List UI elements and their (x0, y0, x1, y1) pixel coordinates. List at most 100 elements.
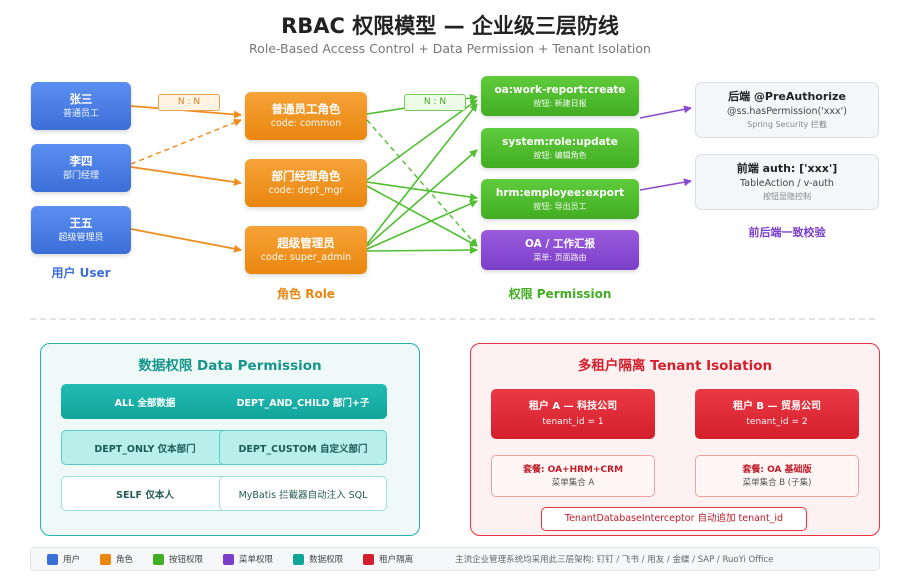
legend-swatch (363, 553, 375, 565)
tenant-name: 租户 A — 科技公司 (528, 401, 618, 412)
permission-name: system:role:update (502, 135, 618, 148)
permissions-column-label: 权限 Permission (508, 287, 612, 301)
edge-role3-perm3 (366, 200, 478, 250)
data-scope-item: SELF 仅本人 (61, 476, 229, 511)
legend-swatch (153, 553, 165, 565)
data-scope-item: ALL 全部数据 (61, 384, 229, 419)
tenant-menu: 菜单集合 B (子集) (742, 477, 812, 488)
role-node: 部门经理角色 code: dept_mgr (245, 159, 367, 207)
legend-label: 按钮权限 (169, 555, 204, 565)
check-title: 后端 @PreAuthorize (728, 90, 846, 103)
user-node: 王五 超级管理员 (31, 206, 131, 254)
legend-label: 数据权限 (309, 555, 344, 565)
tenant-isolation-title: 多租户隔离 Tenant Isolation (577, 358, 773, 374)
permission-node: oa:work-report:create 按钮: 新建日报 (481, 76, 639, 116)
tenant-id: tenant_id = 1 (542, 417, 604, 427)
tenant-interceptor-box: TenantDatabaseInterceptor 自动追加 tenant_id (541, 507, 807, 531)
menu-permission-node: OA / 工作汇报 菜单: 页面路由 (481, 230, 639, 270)
check-sub: 按钮显隐控制 (763, 192, 811, 201)
tenant-package-card: 套餐: OA+HRM+CRM 菜单集合 A (491, 455, 655, 497)
permission-desc: 按钮: 新建日报 (533, 98, 587, 108)
legend-note: 主流企业管理系统均采用此三层架构: 钉钉 / 飞书 / 用友 / 金蝶 / SA… (455, 555, 774, 565)
edge-role2-perm3 (366, 181, 478, 201)
edge-role1-perm4 (366, 119, 478, 247)
tenant-id: tenant_id = 2 (746, 417, 808, 427)
data-scope-item: DEPT_ONLY 仅本部门 (61, 430, 229, 465)
roles-column-label: 角色 Role (277, 287, 335, 301)
edge-user2-role2 (130, 166, 242, 186)
legend-item: 菜单权限 (223, 553, 273, 565)
legend-item: 用户 (47, 553, 80, 565)
edge-role2-perm4 (366, 185, 478, 247)
edge-user2-role1 (130, 118, 242, 165)
legend-label: 菜单权限 (239, 555, 274, 565)
role-permission-relation-badge: N : N (404, 94, 466, 111)
data-scope-item: DEPT_AND_CHILD 部门+子 (219, 384, 387, 419)
permission-desc: 按钮: 编辑角色 (533, 150, 587, 160)
permission-node: hrm:employee:export 按钮: 导出员工 (481, 179, 639, 219)
legend-label: 角色 (116, 555, 134, 565)
permission-desc: 菜单: 页面路由 (533, 252, 587, 262)
permission-desc: 按钮: 导出员工 (533, 201, 587, 211)
tenant-card: 租户 B — 贸易公司 tenant_id = 2 (695, 389, 859, 439)
check-sub: Spring Security 拦截 (747, 120, 827, 129)
data-permission-title: 数据权限 Data Permission (138, 358, 322, 374)
section-divider (30, 318, 875, 320)
legend-swatch (223, 553, 235, 565)
permission-node: system:role:update 按钮: 编辑角色 (481, 128, 639, 168)
role-node: 普通员工角色 code: common (245, 92, 367, 140)
tenant-menu: 菜单集合 A (551, 477, 595, 488)
legend-swatch (293, 553, 305, 565)
legend-swatch (100, 553, 112, 565)
user-desc: 部门经理 (62, 170, 99, 181)
page-subtitle: Role-Based Access Control + Data Permiss… (249, 41, 651, 56)
tenant-package-card: 套餐: OA 基础版 菜单集合 B (子集) (695, 455, 859, 497)
user-node: 张三 普通员工 (31, 82, 131, 130)
user-name: 张三 (69, 91, 93, 106)
legend-bar: 用户 角色 按钮权限 菜单权限 数据权限 租户隔离 主流企业管理系统均采用此三层… (30, 547, 880, 571)
check-main: TableAction / v-auth (740, 178, 834, 189)
users-column-label: 用户 User (51, 266, 111, 280)
legend-swatch (47, 553, 58, 565)
check-main: @ss.hasPermission('xxx') (727, 106, 847, 117)
legend-label: 用户 (63, 555, 81, 565)
user-role-relation-badge: N : N (158, 94, 220, 111)
edge-perm-frontend (639, 178, 692, 191)
backend-check-card: 后端 @PreAuthorize @ss.hasPermission('xxx'… (695, 82, 879, 138)
tenant-isolation-panel: 多租户隔离 Tenant Isolation (470, 343, 880, 536)
permission-name: oa:work-report:create (494, 83, 626, 96)
user-node: 李四 部门经理 (31, 144, 131, 192)
page-title: RBAC 权限模型 — 企业级三层防线 (281, 14, 619, 38)
user-name: 李四 (69, 153, 93, 168)
edge-role3-perm1 (366, 103, 478, 245)
role-code: code: super_admin (260, 251, 352, 263)
permission-name: hrm:employee:export (495, 186, 625, 199)
mybatis-interceptor-box: MyBatis 拦截器自动注入 SQL (219, 476, 387, 511)
role-node: 超级管理员 code: super_admin (245, 226, 367, 274)
edge-perm-backend (639, 105, 692, 119)
data-permission-panel: 数据权限 Data Permission ALL 全部数据 DEPT_AND_C… (40, 343, 420, 536)
role-code: code: dept_mgr (268, 184, 344, 196)
tenant-package: 套餐: OA+HRM+CRM (522, 464, 624, 475)
role-name: 普通员工角色 (271, 101, 341, 116)
role-code: code: common (270, 117, 342, 129)
edge-role3-perm2 (366, 149, 478, 247)
permission-name: OA / 工作汇报 (525, 237, 595, 250)
legend-label: 租户隔离 (379, 555, 414, 565)
legend-item: 租户隔离 (363, 553, 413, 565)
role-name: 部门经理角色 (271, 168, 341, 183)
tenant-name: 租户 B — 贸易公司 (732, 401, 822, 412)
user-name: 王五 (69, 215, 93, 230)
check-title: 前端 auth: ['xxx'] (736, 162, 838, 175)
user-desc: 超级管理员 (58, 232, 104, 243)
checks-column-label: 前后端一致校验 (748, 226, 826, 239)
user-desc: 普通员工 (62, 108, 99, 119)
tenant-card: 租户 A — 科技公司 tenant_id = 1 (491, 389, 655, 439)
frontend-check-card: 前端 auth: ['xxx'] TableAction / v-auth 按钮… (695, 154, 879, 210)
tenant-package: 套餐: OA 基础版 (742, 464, 812, 475)
edge-role3-perm4 (366, 246, 478, 255)
legend-item: 数据权限 (293, 553, 343, 565)
role-name: 超级管理员 (277, 235, 335, 250)
legend-item: 按钮权限 (153, 553, 203, 565)
data-scope-item: DEPT_CUSTOM 自定义部门 (219, 430, 387, 465)
